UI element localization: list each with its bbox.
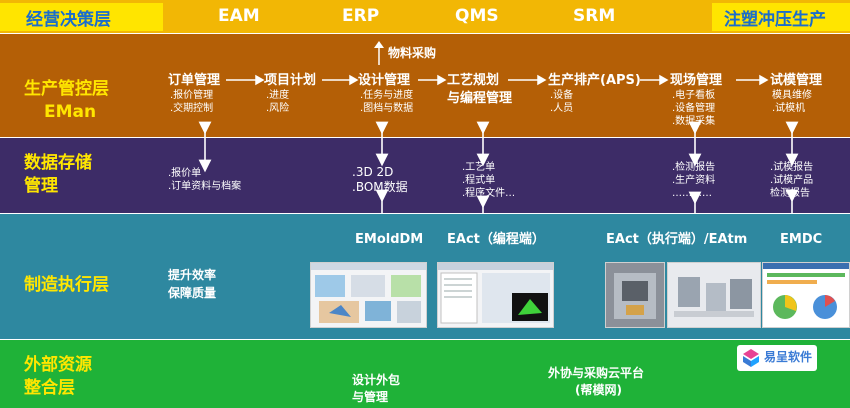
emdc-dashboard-art bbox=[763, 263, 849, 319]
storage-process-1: .工艺单 bbox=[462, 162, 496, 173]
step-process-plan-line2: 与编程管理 bbox=[447, 91, 513, 106]
production-layer-system: EMan bbox=[44, 102, 97, 122]
emolddm-screenshot bbox=[310, 262, 427, 328]
decision-layer-label-box: 经营决策层 bbox=[0, 3, 163, 31]
step-site-sub-3: .数据采集 bbox=[672, 116, 716, 127]
external-layer: 外部资源 整合层 设计外包 与管理 外协与采购云平台 (帮模网) bbox=[0, 340, 850, 408]
external-layer-title-2: 整合层 bbox=[24, 378, 75, 398]
workshop-3d-photo bbox=[667, 262, 761, 328]
top-item-eam[interactable]: EAM bbox=[218, 6, 260, 26]
execution-layer: 制造执行层 提升效率 保障质量 EMoldDM EAct（编程端） EAct（执… bbox=[0, 214, 850, 339]
design-outsource-2: 与管理 bbox=[352, 390, 389, 404]
arrow-right-icon bbox=[759, 74, 769, 86]
step-trial-sub-2: .试模机 bbox=[772, 103, 806, 114]
top-item-qms[interactable]: QMS bbox=[455, 6, 499, 26]
design-outsource-1: 设计外包 bbox=[352, 373, 401, 387]
storage-process-2: .程式单 bbox=[462, 175, 496, 186]
storage-layer-title: 数据存储 bbox=[24, 153, 92, 173]
purchase-label: 物料采购 bbox=[388, 46, 437, 60]
storage-trial-1: .试模报告 bbox=[770, 162, 814, 173]
step-project-sub-2: .风险 bbox=[266, 103, 290, 114]
step-order-sub-1: .报价管理 bbox=[170, 90, 214, 101]
step-design-mgmt[interactable]: 设计管理 bbox=[358, 73, 411, 88]
company-logo: 易呈软件 bbox=[737, 345, 817, 371]
system-emolddm[interactable]: EMoldDM bbox=[355, 232, 424, 247]
step-process-plan[interactable]: 工艺规划 bbox=[447, 73, 500, 88]
production-layer: 生产管控层 EMan 物料采购 订单管理 .报价管理 .交期控制 项目计划 .进… bbox=[0, 34, 850, 137]
eact-programming-screenshot-art bbox=[438, 263, 553, 324]
execution-subtitle-1: 提升效率 bbox=[168, 268, 217, 282]
up-arrow-icon bbox=[374, 41, 384, 65]
cloud-platform-2: (帮模网) bbox=[575, 383, 622, 397]
step-site-sub-2: .设备管理 bbox=[672, 103, 716, 114]
storage-site-2: .生产资料 bbox=[672, 175, 716, 186]
system-eact-programming[interactable]: EAct（编程端） bbox=[447, 232, 545, 247]
arrow-right-icon bbox=[537, 74, 547, 86]
emolddm-screenshot-art bbox=[311, 263, 426, 323]
decision-layer-title: 经营决策层 bbox=[26, 10, 111, 30]
top-item-erp[interactable]: ERP bbox=[342, 6, 380, 26]
execution-layer-title: 制造执行层 bbox=[24, 275, 109, 295]
logo-mark-icon bbox=[743, 349, 759, 367]
step-trial-mold[interactable]: 试模管理 bbox=[770, 73, 823, 88]
step-aps-sub-1: .设备 bbox=[550, 90, 574, 101]
injection-production-title: 注塑冲压生产 bbox=[724, 10, 826, 30]
emdc-dashboard-screenshot bbox=[762, 262, 850, 328]
step-design-sub-2: .图档与数据 bbox=[360, 103, 414, 114]
arrow-right-icon bbox=[437, 74, 447, 86]
storage-site-1: .检测报告 bbox=[672, 162, 716, 173]
decision-layer-bar: 经营决策层 EAM ERP QMS SRM 注塑冲压生产 bbox=[0, 0, 850, 33]
step-order-mgmt[interactable]: 订单管理 bbox=[168, 73, 221, 88]
production-layer-title: 生产管控层 bbox=[24, 79, 109, 99]
step-project-plan[interactable]: 项目计划 bbox=[264, 73, 317, 88]
top-item-srm[interactable]: SRM bbox=[573, 6, 616, 26]
step-trial-sub-1: 模具维修 bbox=[772, 90, 812, 101]
step-aps[interactable]: 生产排产(APS) bbox=[548, 73, 641, 88]
system-eact-execution[interactable]: EAct（执行端）/EAtm bbox=[606, 232, 748, 247]
system-emdc[interactable]: EMDC bbox=[780, 232, 823, 247]
storage-process-3: .程序文件… bbox=[462, 188, 516, 199]
storage-quote-2: .订单资料与档案 bbox=[168, 181, 242, 192]
arrow-right-icon bbox=[255, 74, 265, 86]
cloud-platform-1: 外协与采购云平台 bbox=[548, 366, 645, 380]
step-site-sub-1: .电子看板 bbox=[672, 90, 716, 101]
arrow-right-icon bbox=[659, 74, 669, 86]
injection-production-box: 注塑冲压生产 bbox=[712, 3, 850, 31]
flow-arrows bbox=[226, 74, 769, 86]
storage-trial-2: .试模产品 bbox=[770, 175, 814, 186]
cnc-machine-art bbox=[614, 273, 656, 319]
eact-programming-screenshot bbox=[437, 262, 554, 328]
arrow-right-icon bbox=[349, 74, 359, 86]
step-project-sub-1: .进度 bbox=[266, 90, 290, 101]
execution-subtitle-2: 保障质量 bbox=[168, 286, 217, 300]
storage-design-2: .BOM数据 bbox=[352, 180, 408, 194]
step-aps-sub-2: .人员 bbox=[550, 103, 574, 114]
step-order-sub-2: .交期控制 bbox=[170, 103, 214, 114]
step-site-mgmt[interactable]: 现场管理 bbox=[670, 73, 723, 88]
cnc-machine-photo bbox=[605, 262, 665, 328]
external-layer-title: 外部资源 bbox=[24, 355, 92, 375]
step-design-sub-1: .任务与进度 bbox=[360, 90, 414, 101]
workshop-3d-art bbox=[674, 277, 754, 317]
storage-quote-1: .报价单 bbox=[168, 168, 202, 179]
storage-design-1: .3D 2D bbox=[352, 165, 394, 179]
logo-text: 易呈软件 bbox=[764, 350, 813, 364]
storage-layer-title-2: 管理 bbox=[24, 176, 58, 196]
